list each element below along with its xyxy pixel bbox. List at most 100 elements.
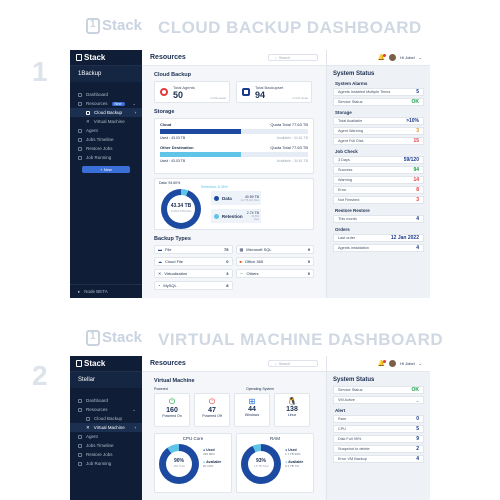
user-name[interactable]: Hi Jobel: [400, 361, 415, 366]
total-agents-card[interactable]: Total Agents 50 in this week: [154, 81, 230, 103]
search-input[interactable]: ⌕Search: [268, 360, 318, 367]
sidebar-brand[interactable]: Stack: [70, 50, 142, 66]
logo-text: Stack: [102, 17, 143, 34]
sidebar-item-job-running[interactable]: Job Running: [70, 459, 142, 468]
sidebar-item-label: Agent: [86, 128, 98, 133]
sidebar-brand[interactable]: Stack: [70, 356, 142, 372]
chevron-down-icon[interactable]: ⌄: [418, 55, 422, 60]
row-value: 3: [416, 197, 419, 203]
storage-title: Storage: [154, 109, 175, 115]
virtualization-icon: ✕: [158, 271, 162, 276]
sidebar-item-jobs-timeline[interactable]: Jobs Timeline: [70, 135, 142, 144]
linux-card[interactable]: 🐧 138 Linux: [274, 393, 310, 427]
alert-title: Alert: [335, 408, 346, 413]
status-row[interactable]: Disk Full 95% 9: [333, 435, 424, 443]
row-label: Not Finished: [338, 198, 360, 202]
user-bar: 🔔 Hi Jobel ⌄: [327, 50, 430, 66]
cpu-donut: 90% 256 Total: [159, 444, 199, 484]
data-dot-icon: [214, 195, 219, 201]
bell-icon[interactable]: 🔔: [377, 360, 387, 367]
sidebar-item-dashboard[interactable]: Dashboard: [70, 90, 142, 99]
avatar[interactable]: [389, 360, 397, 367]
backup-type-label: Others: [246, 271, 259, 276]
play-icon: ▸: [78, 288, 81, 294]
org-name[interactable]: Stellar: [70, 372, 142, 388]
powered-off-card[interactable]: ⏻ 47 Powered Off: [194, 393, 230, 427]
sidebar-item-agent[interactable]: Agent: [70, 126, 142, 135]
avatar[interactable]: [389, 54, 397, 61]
sidebar-item-virtual-machine[interactable]: ✕Virtual Machine›: [70, 423, 142, 432]
sidebar-item-agent[interactable]: Agent: [70, 432, 142, 441]
donut-retention-label: Retention: 6.35%: [201, 185, 228, 189]
sidebar-item-virtual-machine[interactable]: ✕Virtual Machine: [70, 117, 142, 126]
row-value: 9: [416, 436, 419, 442]
new-button[interactable]: + New: [82, 166, 130, 173]
backup-type-label: File: [165, 247, 172, 252]
bell-icon[interactable]: 🔔: [377, 54, 387, 61]
powered-label: Powered: [154, 387, 168, 391]
sidebar-item-restore-jobs[interactable]: Restore Jobs: [70, 450, 142, 459]
windows-card[interactable]: ⊞ 44 Windows: [234, 393, 270, 427]
resources-icon: [78, 407, 82, 412]
stack-logo: Stack: [86, 329, 142, 346]
chevron-down-icon[interactable]: ⌄: [418, 361, 422, 366]
row-label: Warning: [338, 178, 352, 182]
agents-icon: [160, 88, 168, 96]
status-title: System Status: [333, 71, 375, 77]
sidebar-item-restore-jobs[interactable]: Restore Jobs: [70, 144, 142, 153]
sidebar-footer[interactable]: ▸Node BETA: [70, 284, 142, 298]
agent-icon: [78, 434, 82, 439]
page-title: Resources: [150, 54, 186, 61]
status-row[interactable]: Not Finished 3: [333, 196, 424, 204]
row-value: 12 Jan 2022: [390, 235, 419, 241]
ram-used-label: Used: [288, 448, 297, 452]
user-name[interactable]: Hi Jobel: [400, 55, 415, 60]
power-on-icon: ⏻: [168, 397, 176, 406]
sidebar-item-resources[interactable]: Resources⌄: [70, 405, 142, 414]
sidebar-item-dashboard[interactable]: Dashboard: [70, 396, 142, 405]
search-input[interactable]: ⌕Search: [268, 54, 318, 61]
sidebar-item-job-running[interactable]: Job Running: [70, 153, 142, 162]
total-backupset-card[interactable]: Total Backupset 94 in this week: [236, 81, 312, 103]
restore-title: Restore Restore: [335, 208, 370, 213]
backup-type-label: MySQL: [163, 283, 177, 288]
vm-active-select[interactable]: VM Active⌄: [333, 396, 424, 404]
job-check-title: Job Check: [335, 149, 358, 154]
status-row[interactable]: Total Available>10%: [333, 117, 424, 125]
sidebar-item-cloud-backup[interactable]: Cloud Backup›: [70, 108, 142, 117]
powered-on-card[interactable]: ⏻ 160 Powered On: [154, 393, 190, 427]
sidebar-item-jobs-timeline[interactable]: Jobs Timeline: [70, 441, 142, 450]
sidebar-item-cloud-backup[interactable]: Cloud Backup: [70, 414, 142, 423]
other-used: Used : 43.03 TB: [160, 159, 186, 163]
power-off-icon: ⏻: [208, 397, 216, 406]
org-name[interactable]: 1Backup: [70, 66, 142, 82]
row-label: Disk Full 95%: [338, 437, 362, 441]
total-backupset-label: Total Backupset: [255, 85, 284, 90]
